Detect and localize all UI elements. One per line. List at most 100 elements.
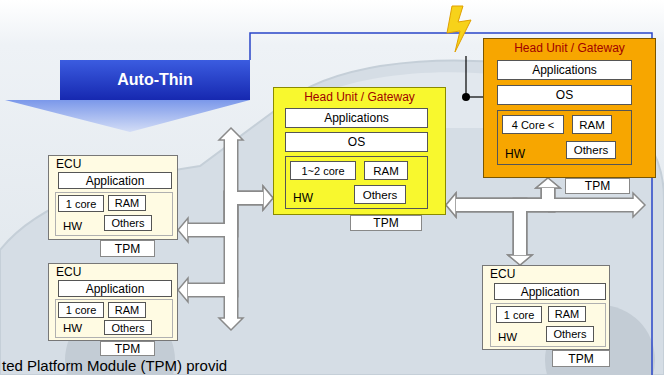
connector-arrowhead bbox=[446, 193, 456, 217]
node-label: Applications bbox=[532, 63, 597, 77]
connector-arrowhead bbox=[178, 218, 188, 242]
node-label: Head Unit / Gateway bbox=[274, 90, 445, 104]
connector-arrowhead bbox=[178, 278, 188, 302]
component-box: 1 core bbox=[58, 302, 104, 318]
node-label: RAM bbox=[115, 197, 139, 209]
ecu-box: ECU ApplicationHW 1 core RAM Others bbox=[48, 155, 178, 240]
node-label: HW bbox=[505, 147, 525, 161]
node-label: Auto-Thin bbox=[60, 60, 250, 100]
connector-arrowhead bbox=[508, 255, 532, 265]
tpm-box: TPM bbox=[100, 341, 155, 356]
ecu-box: ECU ApplicationHW 1 core RAM Others bbox=[48, 263, 178, 341]
node-label: ECU bbox=[56, 157, 81, 171]
connector-outline bbox=[520, 188, 548, 255]
node-label: ECU bbox=[490, 267, 515, 281]
component-box: 1~2 core bbox=[290, 161, 356, 180]
node-label: TPM bbox=[568, 352, 593, 366]
component-box: RAM bbox=[108, 302, 146, 318]
node-label: Applications bbox=[324, 111, 389, 125]
component-box: Others bbox=[546, 326, 594, 342]
node-label: RAM bbox=[579, 119, 605, 131]
node-label: OS bbox=[556, 88, 573, 102]
node-label: TPM bbox=[585, 179, 610, 193]
node-label: RAM bbox=[373, 165, 399, 177]
component-box: 1 core bbox=[58, 195, 104, 212]
component-box: Application bbox=[494, 283, 606, 300]
caption-fragment: ted Platform Module (TPM) provid bbox=[2, 357, 227, 374]
attack-point bbox=[462, 93, 470, 101]
node-label: HW bbox=[63, 322, 82, 334]
node-label: 1 core bbox=[66, 304, 97, 316]
connector-outline bbox=[456, 205, 520, 255]
component-box: Applications bbox=[497, 60, 632, 80]
attack-lightning bbox=[447, 6, 471, 52]
component-box: Others bbox=[104, 215, 152, 231]
component-box: RAM bbox=[572, 115, 612, 134]
component-box: OS bbox=[497, 85, 632, 105]
bus-shaft bbox=[548, 198, 633, 213]
tpm-box: TPM bbox=[565, 178, 630, 194]
hardware-box: HW1 coreRAMOthers bbox=[490, 303, 606, 347]
node-label: ECU bbox=[56, 265, 81, 279]
node-label: RAM bbox=[115, 304, 139, 316]
hardware-box: HW 1 core RAM Others bbox=[55, 192, 173, 236]
node-label: Others bbox=[111, 217, 144, 229]
connector-body bbox=[188, 198, 263, 290]
connector-arrowhead bbox=[263, 186, 273, 210]
component-box: OS bbox=[285, 132, 428, 152]
component-box: Application bbox=[58, 172, 172, 189]
node-label: Others bbox=[553, 328, 586, 340]
hardware-box: HW 4 Core < RAM Others bbox=[497, 110, 632, 165]
node-label: Application bbox=[86, 174, 145, 188]
hardware-box: HW 1~2 core RAM Others bbox=[285, 156, 428, 209]
node-label: 1 core bbox=[66, 198, 97, 210]
hardware-box: HW 1 core RAM Others bbox=[55, 299, 173, 338]
node-label: Application bbox=[86, 282, 145, 296]
component-box: RAM bbox=[364, 161, 408, 180]
component-box: Applications bbox=[285, 108, 428, 128]
boundary-line bbox=[250, 33, 652, 375]
component-box: Others bbox=[104, 320, 152, 335]
node-label: Application bbox=[521, 285, 580, 299]
node-label: 1 core bbox=[504, 309, 535, 321]
connector-body bbox=[520, 188, 548, 255]
connector-arrowhead bbox=[446, 193, 456, 217]
connector-arrowhead bbox=[536, 178, 560, 188]
component-box: Others bbox=[566, 141, 616, 159]
node-label: 1~2 core bbox=[301, 165, 344, 177]
banner-arrow: Auto-Thin bbox=[5, 60, 250, 132]
leader-line bbox=[465, 56, 466, 97]
head-unit-box: Head Unit / GatewayApplicationsOS HW 4 Cor… bbox=[483, 38, 656, 178]
tpm-box: TPM bbox=[552, 350, 610, 367]
node-label: HW bbox=[63, 220, 82, 232]
component-box: 1 core bbox=[496, 306, 542, 323]
tpm-box: TPM bbox=[100, 240, 155, 257]
node-label: Others bbox=[111, 322, 144, 334]
node-label: RAM bbox=[555, 308, 579, 320]
component-box: Application bbox=[58, 280, 172, 297]
node-label: Others bbox=[363, 189, 398, 201]
component-box: RAM bbox=[548, 306, 586, 322]
node-label: TPM bbox=[115, 242, 140, 256]
banner-shape bbox=[5, 60, 250, 132]
bus-arrowhead bbox=[219, 318, 243, 330]
component-box: 4 Core < bbox=[502, 115, 564, 134]
node-label: Others bbox=[574, 144, 609, 156]
tpm-box: TPM bbox=[350, 215, 422, 231]
component-box: RAM bbox=[108, 195, 146, 211]
connector-arrowhead bbox=[263, 186, 273, 210]
node-label: OS bbox=[348, 135, 365, 149]
connector-arrowhead bbox=[508, 255, 532, 265]
connector-body bbox=[456, 205, 520, 255]
ecu-box: ECUApplicationHW1 coreRAMOthers bbox=[482, 265, 610, 350]
node-label: TPM bbox=[373, 216, 398, 230]
banner-body bbox=[60, 60, 250, 100]
node-label: Head Unit / Gateway bbox=[484, 41, 655, 55]
node-label: 4 Core < bbox=[512, 119, 555, 131]
banner-arrowhead bbox=[5, 100, 250, 132]
node-label: HW bbox=[293, 191, 313, 205]
bus-shaft bbox=[548, 199, 634, 211]
component-box: Others bbox=[354, 185, 406, 204]
head-unit-box: Head Unit / GatewayApplicationsOS HW 1~2 c… bbox=[273, 87, 446, 215]
